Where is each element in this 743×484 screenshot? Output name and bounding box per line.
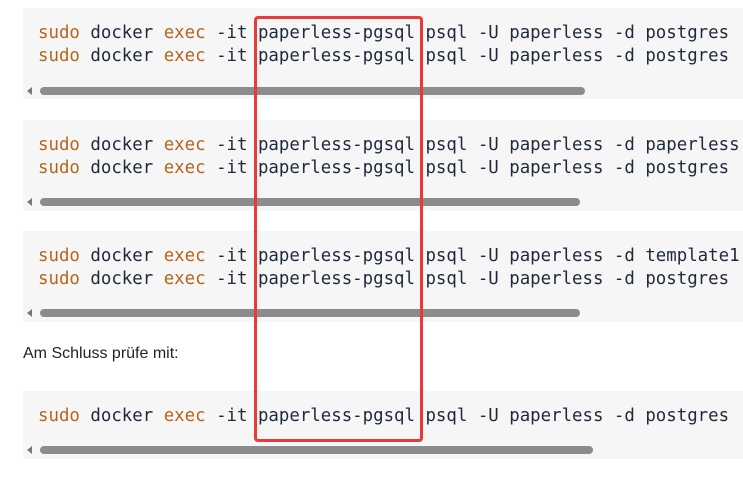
scrollbar-thumb[interactable]	[40, 309, 580, 317]
scrollbar-thumb[interactable]	[40, 198, 580, 206]
horizontal-scrollbar[interactable]	[23, 445, 743, 455]
code-block-1: sudo docker exec -it paperless-pgsql psq…	[23, 8, 743, 99]
command: docker	[90, 246, 154, 266]
code-line: sudo docker exec -it paperless-pgsql psq…	[38, 134, 740, 157]
scroll-left-arrow-icon[interactable]	[27, 87, 32, 95]
keyword: sudo	[38, 246, 80, 266]
command: docker	[90, 158, 154, 178]
code-line: sudo docker exec -it paperless-pgsql psq…	[38, 245, 740, 268]
code-block-2: sudo docker exec -it paperless-pgsql psq…	[23, 120, 743, 211]
keyword: exec	[163, 46, 206, 66]
command: docker	[90, 406, 154, 426]
horizontal-scrollbar[interactable]	[23, 86, 743, 96]
code-block-3: sudo docker exec -it paperless-pgsql psq…	[23, 231, 743, 322]
instruction-text: Am Schluss prüfe mit:	[23, 345, 179, 362]
keyword: sudo	[38, 158, 80, 178]
args: -it paperless-pgsql psql -U paperless -d…	[216, 158, 730, 178]
command: docker	[90, 23, 154, 43]
keyword: exec	[163, 23, 206, 43]
keyword: sudo	[38, 23, 80, 43]
code-line: sudo docker exec -it paperless-pgsql psq…	[38, 157, 740, 180]
code-line: sudo docker exec -it paperless-pgsql psq…	[38, 22, 729, 45]
keyword: exec	[163, 246, 206, 266]
args: -it paperless-pgsql psql -U paperless -d…	[216, 269, 730, 289]
keyword: exec	[163, 158, 206, 178]
args: -it paperless-pgsql psql -U paperless -d…	[216, 46, 730, 66]
scroll-left-arrow-icon[interactable]	[27, 446, 32, 454]
keyword: sudo	[38, 406, 80, 426]
keyword: sudo	[38, 269, 80, 289]
args: -it paperless-pgsql psql -U paperless -d…	[216, 23, 730, 43]
keyword: exec	[163, 269, 206, 289]
command: docker	[90, 269, 154, 289]
keyword: exec	[163, 406, 206, 426]
args: -it paperless-pgsql psql -U paperless -d…	[216, 406, 730, 426]
scrollbar-thumb[interactable]	[40, 87, 585, 95]
args: -it paperless-pgsql psql -U paperless -d…	[216, 246, 740, 266]
keyword: sudo	[38, 135, 80, 155]
scrollbar-thumb[interactable]	[40, 446, 593, 454]
args: -it paperless-pgsql psql -U paperless -d…	[216, 135, 740, 155]
code-line: sudo docker exec -it paperless-pgsql psq…	[38, 45, 729, 68]
keyword: exec	[163, 135, 206, 155]
scroll-left-arrow-icon[interactable]	[27, 198, 32, 206]
code-line: sudo docker exec -it paperless-pgsql psq…	[38, 268, 740, 291]
horizontal-scrollbar[interactable]	[23, 308, 743, 318]
scroll-left-arrow-icon[interactable]	[27, 309, 32, 317]
keyword: sudo	[38, 46, 80, 66]
horizontal-scrollbar[interactable]	[23, 197, 743, 207]
command: docker	[90, 135, 154, 155]
code-block-4: sudo docker exec -it paperless-pgsql psq…	[23, 391, 743, 459]
code-line: sudo docker exec -it paperless-pgsql psq…	[38, 405, 729, 428]
command: docker	[90, 46, 154, 66]
